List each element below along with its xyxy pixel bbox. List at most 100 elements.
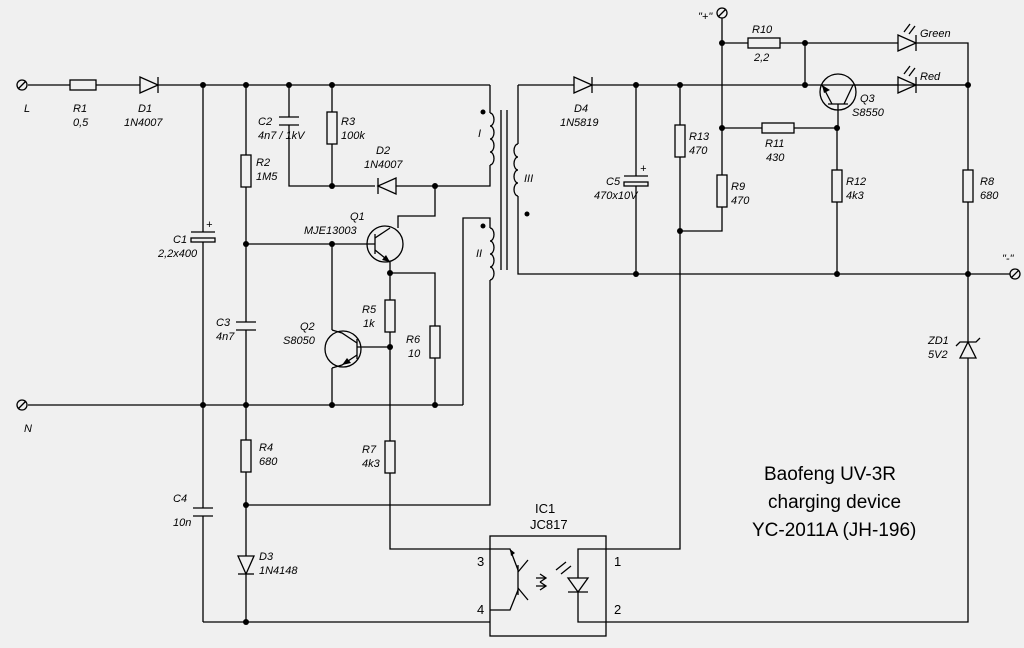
junction-dots [200,40,971,625]
diode-d1 [139,75,160,95]
label-N: N [24,423,32,435]
terminal-L[interactable] [16,79,28,91]
capacitor-c3 [236,321,256,331]
transistor-q3 [819,73,857,111]
r9-value: 470 [731,195,750,207]
transformer-windings [480,109,530,281]
ic1-pin3: 3 [477,554,484,569]
d3-value: 1N4148 [259,565,298,577]
r6-ref: R6 [406,334,421,346]
r12-value: 4k3 [846,190,865,202]
r7-ref: R7 [362,444,377,456]
optocoupler-ic1 [489,535,607,637]
d1-ref: D1 [138,103,152,115]
r10-value: 2,2 [753,52,769,64]
title-line-2: charging device [768,492,901,513]
c3-value: 4n7 [216,331,235,343]
resistor-r9 [716,174,728,208]
r10-ref: R10 [752,24,773,36]
resistor-r3 [326,111,338,145]
r9-ref: R9 [731,181,745,193]
wires [28,18,1010,623]
terminal-N[interactable] [16,399,28,411]
d2-ref: D2 [376,145,390,157]
r6-value: 10 [408,348,421,360]
c2-value: 4n7 / 1kV [258,130,306,142]
r3-value: 100k [341,130,365,142]
r4-value: 680 [259,456,278,468]
c5-plus-sign: + [640,163,647,175]
r1-value: 0,5 [73,117,89,129]
q3-value: S8550 [852,107,885,119]
q2-ref: Q2 [300,321,315,333]
diode-d3 [236,555,256,576]
d4-ref: D4 [574,103,588,115]
c5-value: 470x10V [594,190,639,202]
c1-value: 2,2x400 [157,248,198,260]
r7-value: 4k3 [362,458,381,470]
resistor-r7 [384,440,396,474]
c4-value: 10n [173,517,191,529]
r8-value: 680 [980,190,999,202]
q3-ref: Q3 [860,93,876,105]
terminal-plus[interactable] [716,7,728,19]
diode-d2 [376,176,397,196]
resistor-r11 [761,122,795,134]
resistor-r13 [674,124,686,158]
resistor-r10 [747,37,781,49]
r11-ref: R11 [765,138,784,150]
r13-value: 470 [689,145,708,157]
r13-ref: R13 [689,131,710,143]
d2-value: 1N4007 [364,159,403,171]
c1-ref: C1 [173,234,187,246]
q1-value: MJE13003 [304,225,357,237]
r2-ref: R2 [256,157,270,169]
d3-ref: D3 [259,551,274,563]
ic1-pin4: 4 [477,602,484,617]
r12-ref: R12 [846,176,866,188]
ic1-ref: IC1 [535,501,555,516]
label-L: L [24,103,30,115]
ic1-value: JC817 [530,517,568,532]
r1-ref: R1 [73,103,87,115]
winding-II: II [476,248,482,260]
c3-ref: C3 [216,317,231,329]
d1-value: 1N4007 [124,117,163,129]
r5-value: 1k [363,318,375,330]
winding-I: I [478,128,481,140]
resistor-r2 [240,154,252,188]
resistor-r8 [962,169,974,203]
resistor-r12 [831,169,843,203]
c2-ref: C2 [258,116,272,128]
led-green-label: Green [920,28,951,40]
resistor-r1 [69,79,97,91]
diode-d4 [573,75,594,95]
terminal-minus[interactable] [1009,268,1021,280]
transistor-q1 [366,225,404,263]
c4-ref: C4 [173,493,187,505]
r2-value: 1M5 [256,171,278,183]
led-red [897,65,918,95]
c5-ref: C5 [606,176,621,188]
capacitor-c2 [279,116,299,126]
zd1-ref: ZD1 [927,335,949,347]
ic1-pin1: 1 [614,554,621,569]
winding-III: III [524,173,533,185]
capacitor-c4 [193,507,213,517]
q1-ref: Q1 [350,211,365,223]
label-minus: "-" [1002,253,1015,265]
c1-plus-sign: + [206,219,213,231]
r5-ref: R5 [362,304,377,316]
transistor-q2 [324,329,362,369]
ic1-pin2: 2 [614,602,621,617]
r3-ref: R3 [341,116,356,128]
zd1-value: 5V2 [928,349,948,361]
capacitor-c5 [623,175,649,187]
resistor-r6 [429,325,441,359]
zener-zd1 [955,337,981,359]
title-line-1: Baofeng UV-3R [764,464,896,485]
label-plus: "+" [698,11,713,23]
resistor-r4 [240,439,252,473]
